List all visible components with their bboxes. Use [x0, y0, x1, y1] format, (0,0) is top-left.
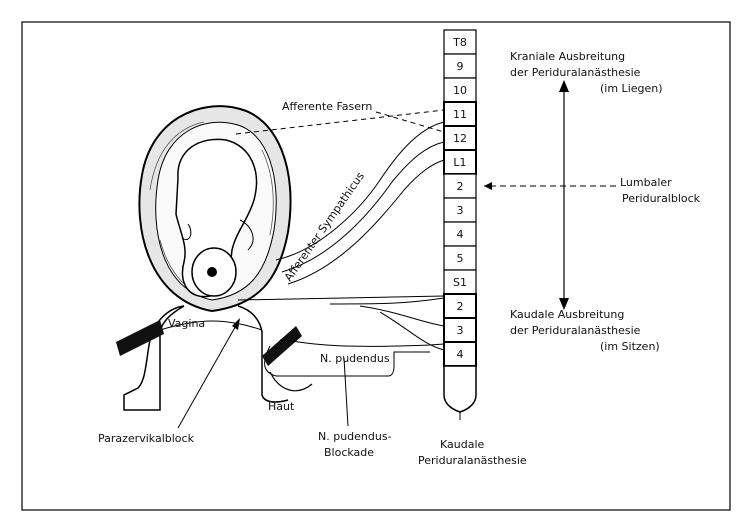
vertebra-label: T8 [452, 36, 467, 49]
vertebra-label: 10 [453, 84, 467, 97]
vertebra-label: 11 [453, 108, 467, 121]
label-kraniale-1: Kraniale Ausbreitung [510, 50, 625, 63]
vertebra-label: 3 [457, 204, 464, 217]
label-kraniale-2: der Periduralanästhesie [510, 66, 641, 79]
vertebra-label: 12 [453, 132, 467, 145]
vertebra-label: 9 [457, 60, 464, 73]
label-kaudale-ausbr-1: Kaudale Ausbreitung [510, 308, 624, 321]
vertebra-label: 3 [457, 324, 464, 337]
label-parazervikalblock: Parazervikalblock [98, 432, 195, 445]
label-afferente-fasern: Afferente Fasern [282, 100, 372, 113]
vertebra-label: 4 [457, 228, 464, 241]
label-kaudale-pda-1: Kaudale [440, 438, 485, 451]
label-kaudale-pda-2: Periduralanästhesie [418, 454, 527, 467]
label-pudendus-block-1: N. pudendus- [318, 430, 392, 443]
label-kraniale-3: (im Liegen) [600, 82, 663, 95]
vertebra-label: 5 [457, 252, 464, 265]
label-lumbaler-1: Lumbaler [620, 176, 672, 189]
label-n-pudendus: N. pudendus [320, 352, 390, 365]
vertebra-label: 2 [457, 180, 464, 193]
label-kaudale-ausbr-2: der Periduralanästhesie [510, 324, 641, 337]
vertebra-label: 4 [457, 348, 464, 361]
vertebra-label: S1 [453, 276, 467, 289]
label-lumbaler-2: Periduralblock [622, 192, 701, 205]
label-vagina: Vagina [168, 317, 205, 330]
vertebra-label: L1 [453, 156, 466, 169]
label-pudendus-block-2: Blockade [324, 446, 374, 459]
sacral-tip [444, 366, 476, 412]
label-haut: Haut [268, 400, 295, 413]
label-kaudale-ausbr-3: (im Sitzen) [600, 340, 660, 353]
vertebra-label: 2 [457, 300, 464, 313]
